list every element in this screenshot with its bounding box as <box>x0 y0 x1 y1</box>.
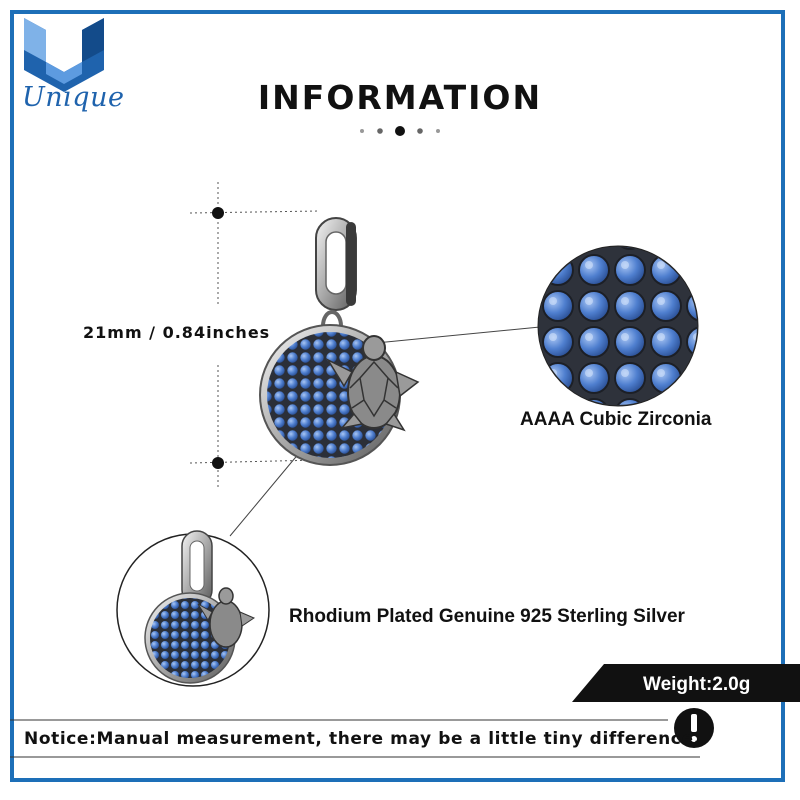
weight-banner <box>572 664 800 702</box>
notice-text: Notice:Manual measurement, there may be … <box>24 729 701 749</box>
main-charm <box>259 217 420 466</box>
exclamation-icon <box>674 708 714 748</box>
page-title: INFORMATION <box>257 78 543 117</box>
stone-label: AAAA Cubic Zirconia <box>520 409 712 430</box>
metal-label: Rhodium Plated Genuine 925 Sterling Silv… <box>289 606 685 627</box>
measure-bottom-dot <box>212 457 224 469</box>
measurement-label: 21mm / 0.84inches <box>83 323 271 342</box>
weight-label: Weight:2.0g <box>643 674 751 695</box>
stone-closeup <box>537 245 699 407</box>
logo-mark <box>24 18 104 92</box>
page-frame <box>10 10 785 782</box>
title-dots <box>360 126 440 136</box>
measurement-guides <box>189 182 321 490</box>
stone-pointer-line <box>354 326 541 346</box>
logo-text: Unique <box>22 82 125 113</box>
silver-closeup <box>116 530 270 687</box>
silver-pointer-line <box>229 451 301 537</box>
measure-top-dot <box>212 207 224 219</box>
